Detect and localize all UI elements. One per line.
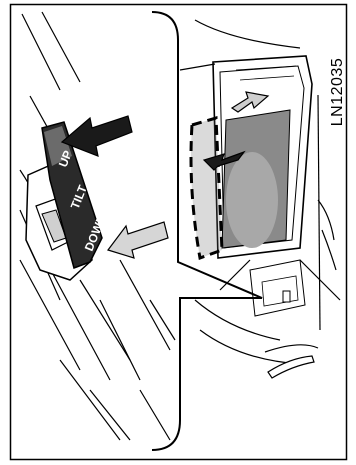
switch-closeup: UP TILT DOWN <box>20 12 175 440</box>
sunroof-glass-shading <box>226 152 278 248</box>
tilted-panel-outline <box>191 118 222 258</box>
arrow-press-down <box>108 222 168 258</box>
figure-reference-code: LN12035 <box>329 58 347 126</box>
arrow-tilt-open <box>232 92 268 112</box>
